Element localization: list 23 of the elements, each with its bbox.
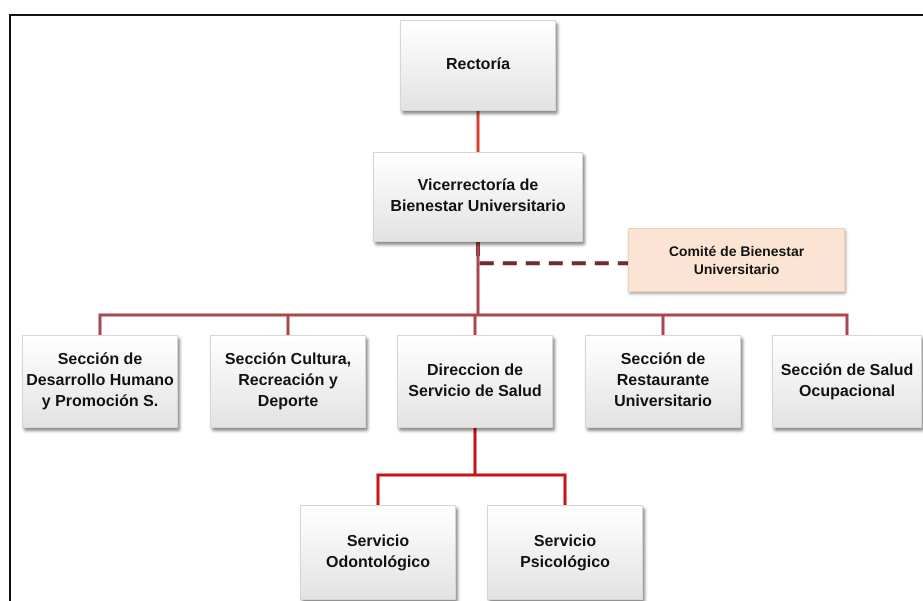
box-label: Servicio Odontológico [325,532,431,572]
org-box [22,335,178,428]
box-label: Rectoría [446,55,510,76]
org-box [397,335,553,428]
box-label: Comité de Bienestar Universitario [668,242,806,278]
connector-line [476,242,848,335]
box-label: Sección de Salud Ocupacional [780,360,914,402]
org-box [628,228,845,292]
box-label: Servicio Psicológico [519,532,611,572]
org-box [210,335,366,428]
org-box [487,505,643,600]
org-box [373,152,583,242]
org-box [772,335,922,428]
box-label: Direccion de Servicio de Salud [407,360,543,402]
connector-line [476,111,480,152]
org-box [400,20,556,111]
box-label: Sección de Desarrollo Humano y Promoción S. [26,350,174,412]
org-box [585,335,741,428]
box-label: Sección de Restaurante Universitario [613,350,713,412]
org-box [300,505,456,600]
box-label: Vicerrectoría de Bienestar Universitario [389,176,567,217]
box-label: Sección Cultura, Recreación y Deporte [224,350,352,412]
dashed-connector [476,242,628,266]
